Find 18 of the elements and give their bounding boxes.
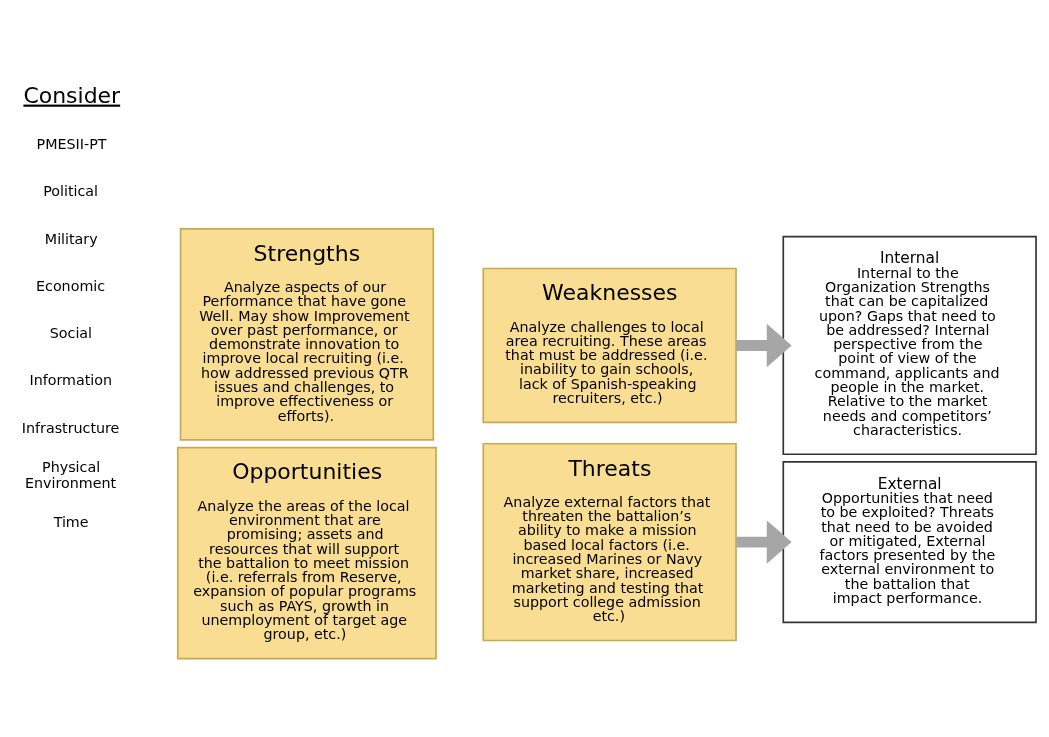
label: Social xyxy=(49,325,93,342)
label: Consider xyxy=(23,82,121,108)
node-box: Weaknesses Analyze challenges to local area recruiting. These areas that must be addressed (i.e. inability to gain schools, lack of Spanish-speaking recruiters, etc.) xyxy=(482,267,737,424)
node-box: Internal Internal to the Organization Strengths that can be capitalized upon? Gaps that need to be addressed? Internal perspective from the point of view of the command, applicants and people in the market. Relative to the market needs and competitors’ characteristics. xyxy=(782,235,1037,456)
label: Time xyxy=(53,514,89,531)
label: PMESII-PT xyxy=(36,136,107,153)
label: Physical Environment xyxy=(25,459,117,491)
arrow xyxy=(736,323,792,368)
label: Military xyxy=(44,230,98,247)
node-box: Strengths Analyze aspects of our Performance that have gone Well. May show Improvement over past performance, or demonstrate innovation to improve local recruiting (i.e. how addressed previous QTR issues and challenges, to improve effectiveness or efforts). xyxy=(179,228,435,441)
node-box: Opportunities Analyze the areas of the local environment that are promising; assets and resources that will support the battalion to meet mission (i.e. referrals from Reserve, expansion of popular programs such as PAYS, growth in unemployment of target age group, etc.) xyxy=(176,446,437,660)
node-box: Threats Analyze external factors that threaten the battalion’s ability to make a mission based local factors (i.e. increased Marines or Navy market share, increased marketing and testing that support college admission etc.) xyxy=(482,442,737,642)
label: Economic xyxy=(36,277,106,294)
arrow xyxy=(736,520,792,564)
label: Information xyxy=(29,372,113,389)
label: Infrastructure xyxy=(21,419,120,436)
node-box: External Opportunities that need to be exploited? Threats that need to be avoided or mitigated, External factors presented by the external environment to the battalion that impact performance. xyxy=(782,461,1037,624)
label: Political xyxy=(43,183,99,200)
